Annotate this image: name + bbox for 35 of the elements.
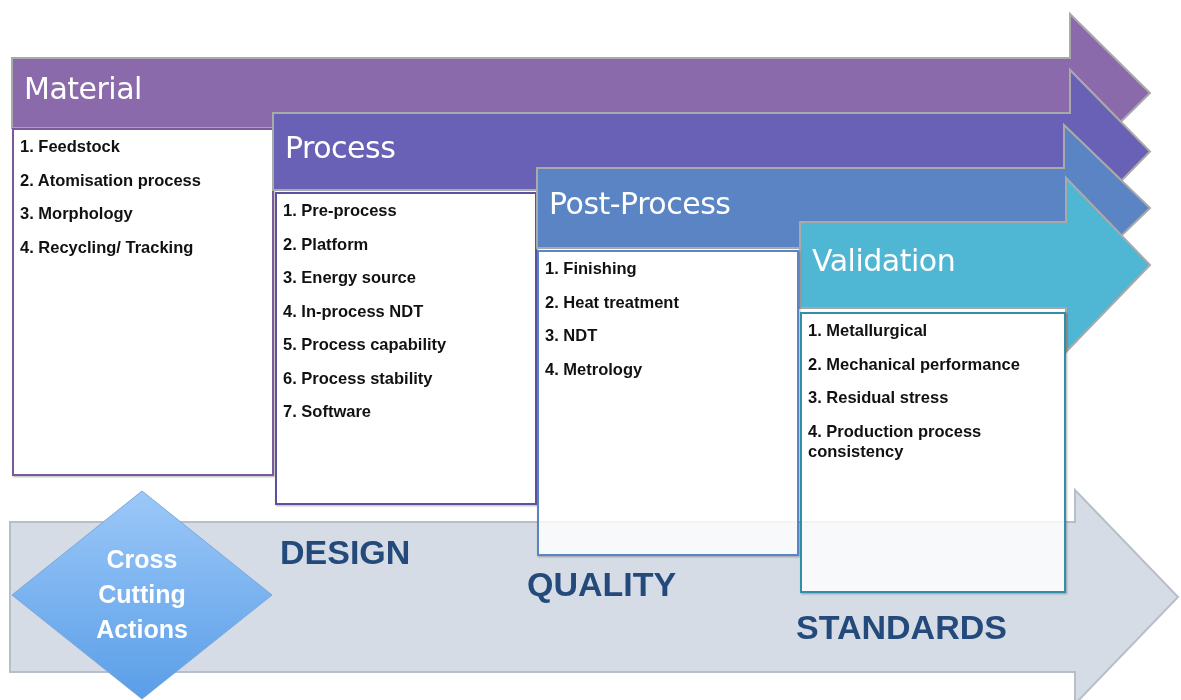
stage-title: Validation bbox=[812, 243, 956, 278]
list-item: 4. Metrology bbox=[545, 358, 644, 379]
list-item: 4. In-process NDT bbox=[283, 300, 425, 321]
diamond-label: Cross Cutting Actions bbox=[95, 544, 189, 645]
stage-banner bbox=[537, 125, 1150, 248]
list-panel bbox=[12, 128, 274, 476]
theme-word: DESIGN bbox=[280, 533, 411, 572]
list-item: 1. Feedstock bbox=[20, 136, 121, 156]
stage-title: Post-Process bbox=[549, 186, 731, 221]
list-item: 6. Process stability bbox=[283, 367, 434, 388]
stage-title: Material bbox=[24, 71, 142, 106]
stage-banner bbox=[273, 70, 1150, 190]
list-item: 5. Process capability bbox=[283, 334, 448, 354]
stage-title: Process bbox=[285, 129, 396, 165]
list-item: 2. Atomisation process bbox=[20, 169, 202, 190]
list-item: 2. Platform bbox=[283, 233, 370, 254]
list-item: 1. Pre-process bbox=[283, 200, 398, 220]
stage-banner bbox=[12, 14, 1150, 128]
list-item: 2. Mechanical performance bbox=[808, 353, 1021, 374]
theme-word: STANDARDS bbox=[796, 608, 1007, 647]
stage-banner bbox=[800, 178, 1150, 352]
list-item: 4. Production process consistency bbox=[808, 420, 983, 461]
list-item: 3. NDT bbox=[545, 325, 599, 345]
list-item: 4. Recycling/ Tracking bbox=[20, 236, 195, 257]
list-panel bbox=[800, 312, 1066, 593]
list-item: 2. Heat treatment bbox=[545, 291, 680, 312]
list-item: 3. Energy source bbox=[283, 267, 417, 287]
list-panel bbox=[537, 250, 799, 556]
list-item: 1. Metallurgical bbox=[808, 320, 929, 340]
list-panel bbox=[275, 192, 537, 505]
list-item: 1. Finishing bbox=[545, 258, 638, 278]
list-item: 7. Software bbox=[283, 401, 373, 421]
list-item: 3. Morphology bbox=[20, 203, 134, 223]
theme-word: QUALITY bbox=[527, 565, 677, 604]
list-item: 3. Residual stress bbox=[808, 387, 950, 407]
